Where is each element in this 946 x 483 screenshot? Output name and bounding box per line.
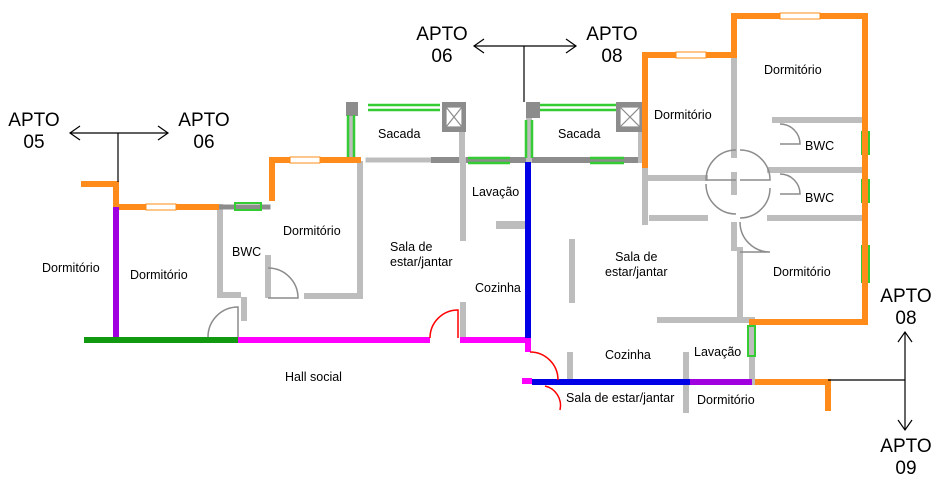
room-lavacao-06: Lavação bbox=[472, 185, 520, 199]
room-dormitorio-08b: Dormitório bbox=[764, 63, 822, 77]
doors bbox=[207, 123, 801, 338]
room-dormitorio-06: Dormitório bbox=[283, 224, 341, 238]
room-dormitorio-outer: Dormitório bbox=[42, 261, 100, 275]
room-bwc-08b: BWC bbox=[805, 191, 835, 205]
room-sala-09: Sala de estar/jantar bbox=[566, 391, 675, 405]
column-inner-boxes bbox=[445, 106, 641, 128]
room-dormitorio-05: Dormitório bbox=[130, 268, 188, 282]
room-sala-06: Sala de estar/jantar bbox=[390, 240, 453, 269]
room-cozinha-09: Cozinha bbox=[605, 348, 651, 362]
orange-wall-windows bbox=[145, 12, 821, 211]
gray-walls bbox=[217, 37, 868, 413]
room-hall-social: Hall social bbox=[285, 370, 342, 384]
red-doors bbox=[429, 309, 562, 411]
room-bwc-06: BWC bbox=[232, 245, 262, 259]
room-sala-08: Sala de estar/jantar bbox=[605, 250, 668, 279]
room-dormitorio-08a: Dormitório bbox=[654, 108, 712, 122]
room-dormitorio-09: Dormitório bbox=[697, 393, 755, 407]
room-cozinha-06: Cozinha bbox=[475, 281, 521, 295]
room-bwc-08a: BWC bbox=[805, 139, 835, 153]
room-sacada-06: Sacada bbox=[378, 127, 421, 141]
room-sacada-08: Sacada bbox=[558, 127, 601, 141]
room-lavacao-09: Lavação bbox=[694, 345, 742, 359]
room-dormitorio-08c: Dormitório bbox=[773, 265, 831, 279]
balcony-windows bbox=[346, 103, 624, 165]
divider-arrows bbox=[68, 38, 913, 432]
magenta-wall-right bbox=[460, 337, 531, 352]
